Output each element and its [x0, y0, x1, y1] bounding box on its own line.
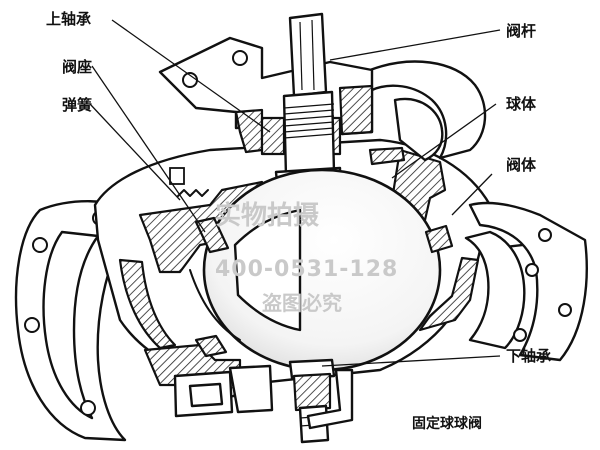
valve-seat-left	[194, 216, 230, 358]
label-upper-bearing: 上轴承	[46, 10, 91, 28]
flange-bolt-hole	[24, 317, 40, 333]
label-spring: 弹簧	[62, 96, 92, 114]
flange-bolt-hole	[525, 263, 539, 277]
leader-ball	[391, 103, 497, 179]
watermark-line-3: 盗图必究	[262, 291, 342, 315]
upper-right-nozzle	[368, 60, 487, 162]
leader-stem	[329, 29, 501, 61]
valve-seat-right	[368, 146, 454, 254]
ball	[189, 168, 442, 372]
label-valve-seat: 阀座	[62, 58, 92, 76]
watermark-line-2: 400-0531-128	[215, 257, 398, 282]
top-cover	[158, 36, 374, 156]
flange-bolt-hole	[513, 328, 527, 342]
spring-left	[169, 167, 209, 197]
label-body: 阀体	[506, 156, 537, 174]
watermark-line-1: 实物拍摄	[215, 200, 320, 231]
watermark: 实物拍摄 400-0531-128 盗图必究	[215, 200, 398, 315]
right-flange	[464, 201, 588, 362]
stem-thread	[283, 103, 335, 139]
leader-spring	[89, 103, 181, 201]
label-stem: 阀杆	[506, 22, 536, 40]
leader-lower-bearing	[321, 355, 501, 367]
part-labels: 上轴承 阀座 弹簧 阀杆 球体 阀体 下轴承 固定球球阀	[46, 10, 551, 432]
flange-bolt-hole	[32, 237, 48, 253]
leader-valve-seat	[91, 65, 206, 233]
flange-bolt-hole	[558, 303, 572, 317]
flange-bolt-hole	[80, 400, 96, 416]
upper-bearing-part	[260, 116, 286, 156]
leader-upper-bearing	[111, 19, 271, 133]
lower-bearing	[173, 358, 354, 444]
leader-lines	[89, 19, 501, 367]
label-lower-bearing: 下轴承	[506, 347, 551, 365]
leader-body	[451, 173, 493, 216]
cover-bolt-hole	[232, 50, 248, 66]
diagram-caption: 固定球球阀	[412, 415, 482, 432]
valve-stem	[274, 12, 342, 196]
label-ball: 球体	[506, 95, 537, 113]
flange-bolt-hole	[538, 228, 552, 242]
